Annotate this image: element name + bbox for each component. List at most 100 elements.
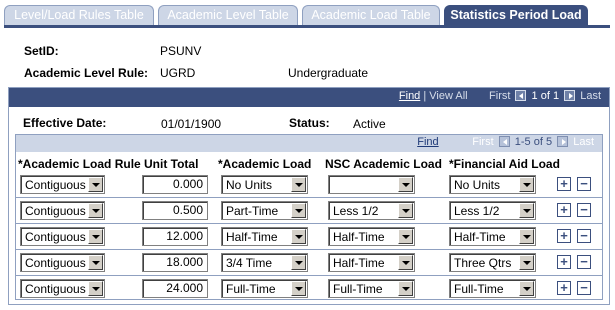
delete-row-button[interactable]: − [577,203,591,217]
delete-row-button[interactable]: − [577,229,591,243]
delete-row-button[interactable]: − [577,281,591,295]
academic-load-rule-select[interactable]: Contiguous [20,175,105,194]
row-divider [16,223,602,224]
inner-nav-bar: Find First 1-5 of 5 Last [16,135,602,152]
unit-total-input[interactable]: 24.000 [142,279,208,298]
outer-prev-arrow-icon[interactable] [515,90,527,101]
add-row-button[interactable]: + [557,177,571,191]
tab-underline [4,25,610,28]
dropdown-arrow-icon[interactable] [88,281,103,296]
academic-load-select[interactable]: No Units [221,175,308,194]
financial-aid-load-select-value: Three Qtrs [454,256,512,270]
outer-last-link[interactable]: Last [580,90,601,102]
academic-load-rule-select[interactable]: Contiguous [20,279,105,298]
financial-aid-load-select[interactable]: Half-Time [449,227,536,246]
dropdown-arrow-icon[interactable] [291,177,306,192]
unit-total-input[interactable]: 12.000 [142,227,208,246]
nsc-academic-load-select[interactable]: Full-Time [328,279,415,298]
dropdown-arrow-icon[interactable] [291,281,306,296]
dropdown-arrow-icon[interactable] [398,177,413,192]
unit-total-input[interactable]: 18.000 [142,253,208,272]
nsc-academic-load-select-value: Half-Time [333,230,385,244]
academic-load-select-value: 3/4 Time [226,256,273,270]
dropdown-arrow-icon[interactable] [398,203,413,218]
inner-find-link[interactable]: Find [417,136,439,148]
row-divider [16,275,602,276]
financial-aid-load-select[interactable]: Less 1/2 [449,201,536,220]
nsc-academic-load-select[interactable]: Half-Time [328,253,415,272]
academic-load-select-value: No Units [226,178,273,192]
academic-load-rule-select[interactable]: Contiguous [20,227,105,246]
dropdown-arrow-icon[interactable] [291,203,306,218]
status-value: Active [353,117,386,131]
financial-aid-load-select[interactable]: Three Qtrs [449,253,536,272]
outer-find-link[interactable]: Find [398,90,421,102]
inner-last-link[interactable]: Last [573,136,594,148]
column-header-nsc-academic-load: NSC Academic Load [325,157,442,171]
academic-level-rule-value: UGRD [160,66,196,80]
setid-label: SetID: [24,44,59,58]
academic-load-select-value: Half-Time [226,230,278,244]
unit-total-input[interactable]: 0.500 [142,201,208,220]
academic-load-rule-select-value: Contiguous [25,282,86,296]
add-row-button[interactable]: + [557,203,571,217]
effective-date-label: Effective Date: [23,116,107,130]
delete-row-button[interactable]: − [577,255,591,269]
academic-load-select[interactable]: 3/4 Time [221,253,308,272]
academic-load-select[interactable]: Full-Time [221,279,308,298]
academic-load-select[interactable]: Half-Time [221,227,308,246]
column-header-financial-aid-load: *Financial Aid Load [449,157,560,171]
add-row-button[interactable]: + [557,229,571,243]
academic-load-rule-select[interactable]: Contiguous [20,253,105,272]
dropdown-arrow-icon[interactable] [519,177,534,192]
nsc-academic-load-select[interactable] [328,175,415,194]
outer-view-all-link[interactable]: View All [429,90,468,102]
dropdown-arrow-icon[interactable] [88,203,103,218]
outer-next-arrow-icon[interactable] [564,90,576,101]
nsc-academic-load-select-value: Full-Time [333,282,383,296]
academic-load-select[interactable]: Part-Time [221,201,308,220]
load-rules-grid: Find First 1-5 of 5 Last *Academic Load … [15,134,603,300]
outer-first-link[interactable]: First [489,90,511,102]
row-divider [16,249,602,250]
inner-first-link[interactable]: First [472,136,494,148]
tab-academic-level[interactable]: Academic Level Table [158,5,298,25]
academic-load-rule-select[interactable]: Contiguous [20,201,105,220]
row-divider [16,197,602,198]
outer-nav-bar: Find | View All First 1 of 1 Last [9,88,609,107]
unit-total-input[interactable]: 0.000 [142,175,208,194]
dropdown-arrow-icon[interactable] [398,255,413,270]
dropdown-arrow-icon[interactable] [519,229,534,244]
financial-aid-load-select[interactable]: No Units [449,175,536,194]
tab-level-load-rules[interactable]: Level/Load Rules Table [4,5,154,25]
financial-aid-load-select-value: Half-Time [454,230,506,244]
dropdown-arrow-icon[interactable] [519,203,534,218]
dropdown-arrow-icon[interactable] [291,255,306,270]
delete-row-button[interactable]: − [577,177,591,191]
dropdown-arrow-icon[interactable] [398,281,413,296]
tab-statistics-period-load[interactable]: Statistics Period Load [444,5,588,25]
tab-academic-load[interactable]: Academic Load Table [302,5,440,25]
dropdown-arrow-icon[interactable] [88,255,103,270]
add-row-button[interactable]: + [557,255,571,269]
nsc-academic-load-select[interactable]: Half-Time [328,227,415,246]
inner-row-range: 1-5 of 5 [514,136,553,148]
dropdown-arrow-icon[interactable] [519,255,534,270]
academic-load-rule-select-value: Contiguous [25,256,86,270]
effective-date-scroll-area: Find | View All First 1 of 1 Last Effect… [8,87,610,305]
financial-aid-load-select[interactable]: Full-Time [449,279,536,298]
nsc-academic-load-select[interactable]: Less 1/2 [328,201,415,220]
column-header-academic-load: *Academic Load [218,157,312,171]
dropdown-arrow-icon[interactable] [291,229,306,244]
academic-load-select-value: Part-Time [226,204,279,218]
add-row-button[interactable]: + [557,281,571,295]
inner-next-arrow-icon[interactable] [557,136,569,147]
dropdown-arrow-icon[interactable] [519,281,534,296]
dropdown-arrow-icon[interactable] [88,229,103,244]
outer-row-range: 1 of 1 [531,90,560,102]
academic-load-rule-select-value: Contiguous [25,230,86,244]
academic-load-rule-select-value: Contiguous [25,204,86,218]
dropdown-arrow-icon[interactable] [88,177,103,192]
inner-prev-arrow-icon[interactable] [498,136,510,147]
dropdown-arrow-icon[interactable] [398,229,413,244]
